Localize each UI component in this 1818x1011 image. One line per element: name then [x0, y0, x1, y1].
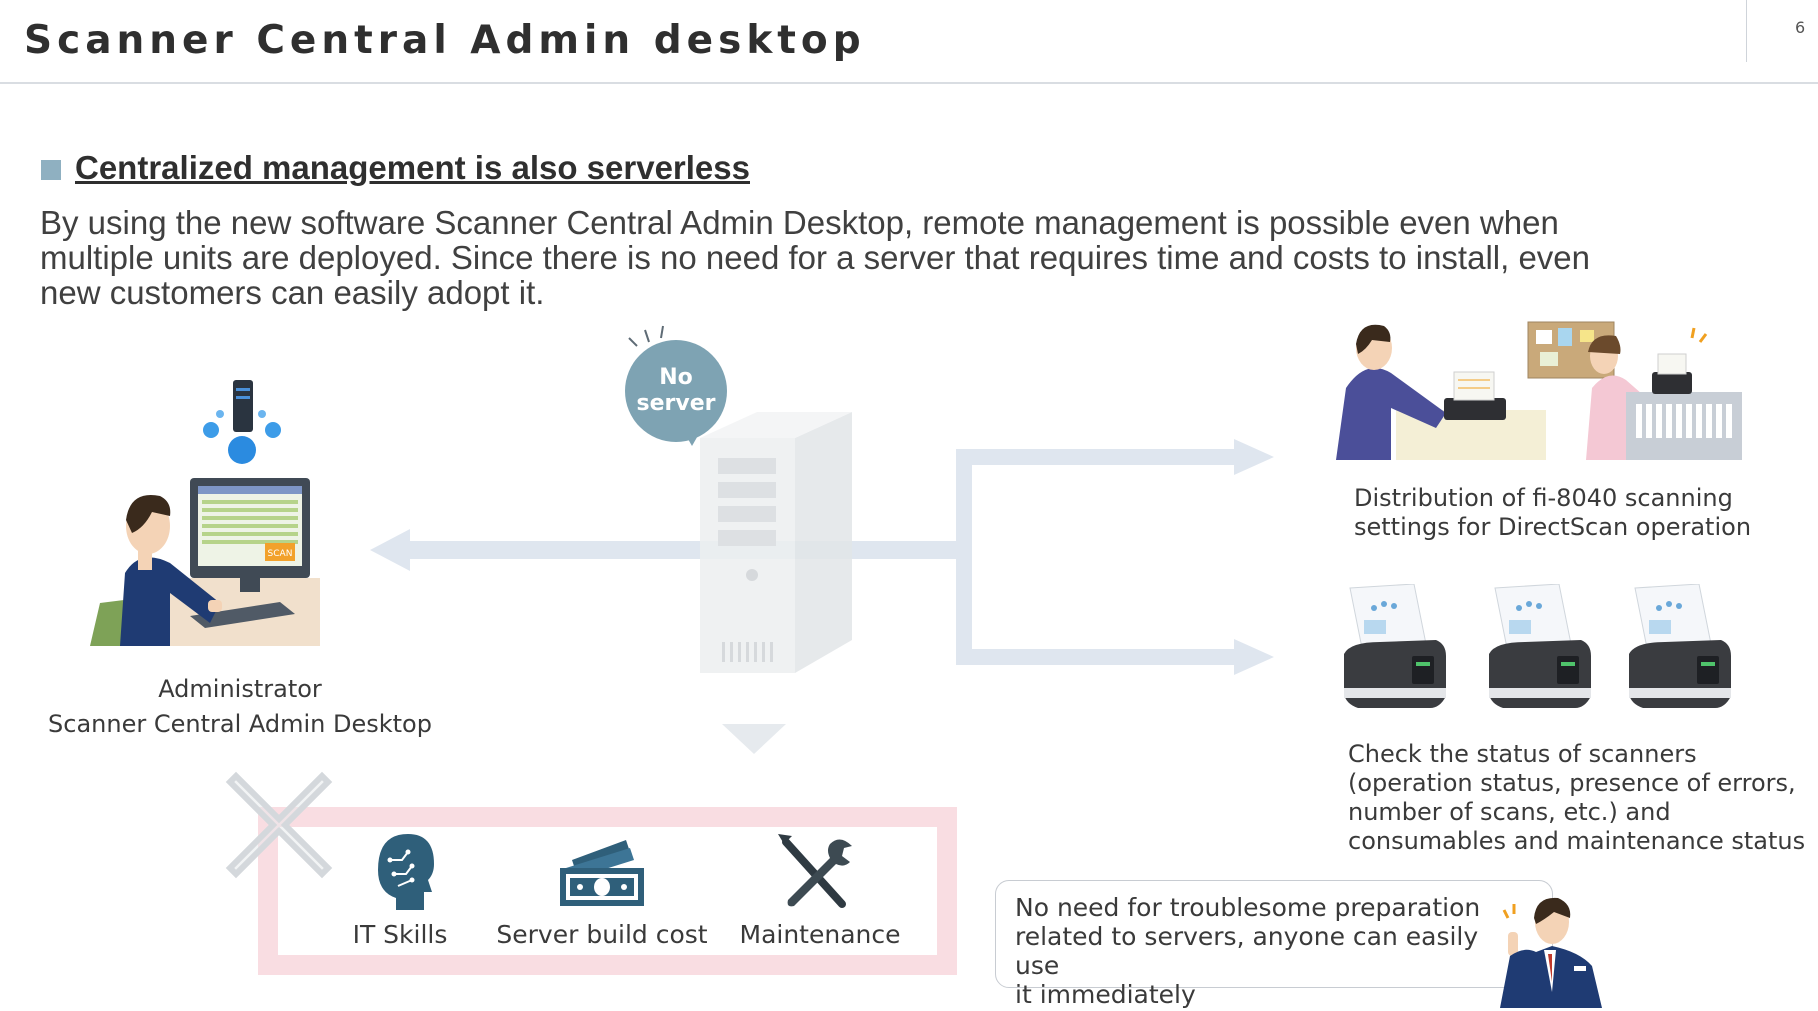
administrator-illustration: SCAN [90, 380, 320, 646]
intro-line: new customers can easily adopt it. [40, 274, 545, 311]
scanner-icon [1629, 584, 1731, 708]
slide-title: Scanner Central Admin desktop [24, 18, 866, 63]
distribution-caption: Distribution of fi-8040 scanning setting… [1354, 484, 1751, 542]
status-line: consumables and maintenance status [1348, 827, 1806, 855]
scanning-operation-illustration [1336, 321, 1742, 460]
arrow-upper-head-icon [1234, 439, 1274, 475]
page-number: 6 [1795, 18, 1806, 37]
sparkle-icon [628, 325, 664, 347]
speech-box [995, 880, 1553, 988]
cross-mark-icon [225, 771, 333, 879]
header-divider-vertical [1746, 0, 1747, 62]
arrow-left-head-icon [370, 529, 410, 571]
scanner-icon [1489, 584, 1591, 708]
arrow-upper-shaft [956, 449, 1236, 465]
arrow-lower-head-icon [1234, 639, 1274, 675]
admin-line: Scanner Central Admin Desktop [48, 710, 432, 738]
status-line: Check the status of scanners [1348, 740, 1697, 768]
intro-line: By using the new software Scanner Centra… [40, 204, 1559, 241]
header-divider [0, 82, 1818, 84]
bubble-tail [684, 432, 700, 446]
speech-text: No need for troublesome preparation rela… [1015, 893, 1515, 1009]
no-server-bubble: No server [625, 340, 727, 442]
server-tower-icon [700, 412, 852, 673]
money-icon [560, 840, 644, 906]
it-skills-label: IT Skills [352, 920, 448, 949]
down-triangle-icon [722, 724, 786, 754]
speech-line: related to servers, anyone can easily us… [1015, 922, 1479, 980]
scanner-icon [1344, 584, 1446, 708]
bullet-square-icon [41, 160, 61, 180]
maintenance-label: Maintenance [739, 920, 901, 949]
server-build-cost-label: Server build cost [496, 920, 708, 949]
status-caption: Check the status of scanners (operation … [1348, 740, 1805, 856]
arrow-left-shaft [400, 541, 970, 559]
wrench-screwdriver-icon [778, 834, 852, 908]
intro-line: multiple units are deployed. Since there… [40, 239, 1591, 276]
administrator-caption: Administrator Scanner Central Admin Desk… [40, 672, 440, 742]
businessman-illustration [1500, 897, 1602, 1008]
section-heading: Centralized management is also serverles… [75, 149, 750, 186]
bubble-line: server [636, 391, 716, 416]
status-line: (operation status, presence of errors, [1348, 769, 1796, 797]
scan-badge-text: SCAN [268, 549, 293, 559]
arrow-vertical-shaft [956, 449, 972, 661]
speech-line: it immediately [1015, 980, 1196, 1009]
status-line: number of scans, etc.) and [1348, 798, 1671, 826]
arrow-lower-shaft [956, 649, 1236, 665]
admin-line: Administrator [158, 675, 322, 703]
distribution-line: settings for DirectScan operation [1354, 513, 1752, 541]
bubble-line: No [659, 365, 693, 390]
speech-line: No need for troublesome preparation [1015, 893, 1481, 922]
distribution-line: Distribution of fi-8040 scanning [1354, 484, 1733, 512]
head-circuit-icon [378, 834, 434, 910]
intro-paragraph: By using the new software Scanner Centra… [40, 205, 1780, 310]
